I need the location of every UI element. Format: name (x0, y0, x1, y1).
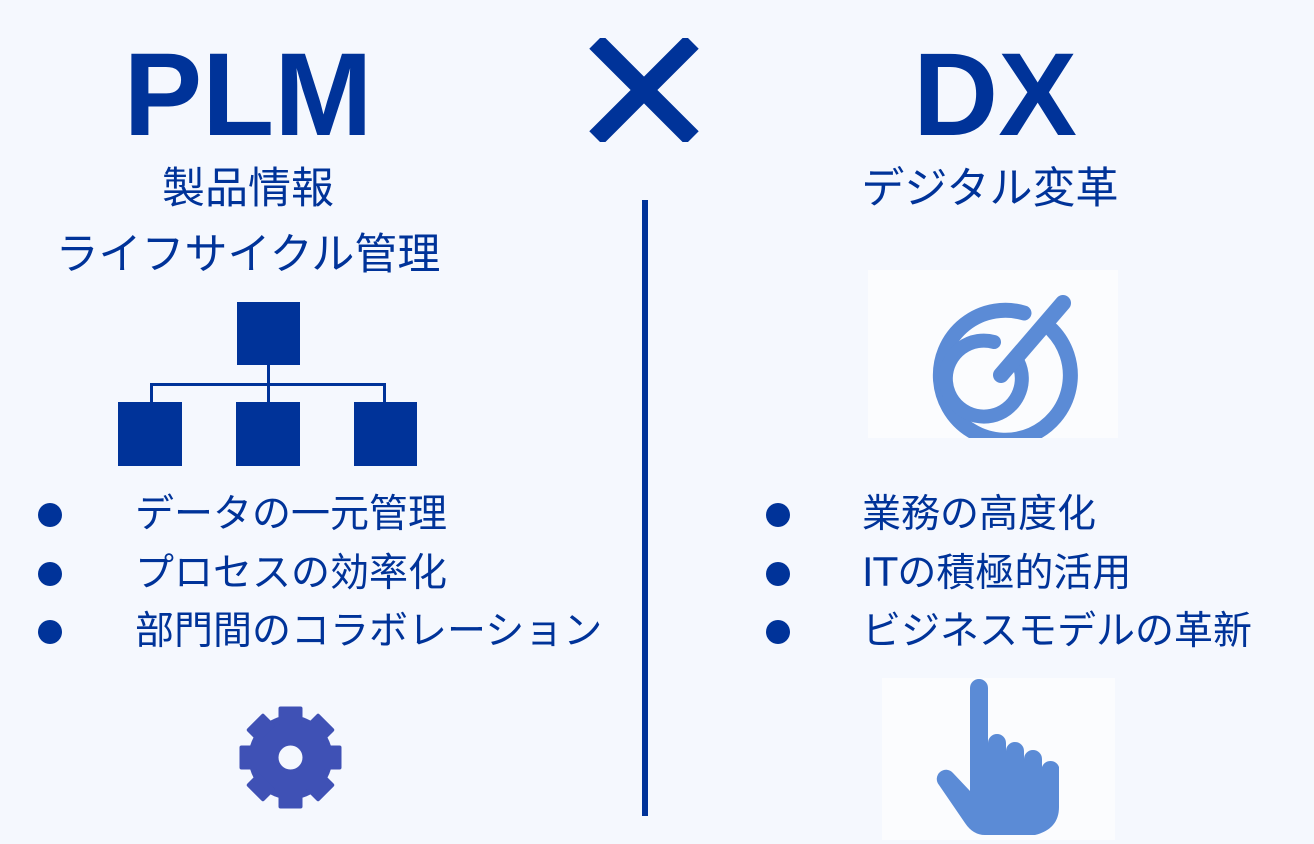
list-item: 業務の高度化 (766, 486, 1252, 545)
list-item: ビジネスモデルの革新 (766, 603, 1252, 662)
hierarchy-icon (118, 302, 418, 466)
bullet-text: ビジネスモデルの革新 (862, 609, 1253, 654)
bullet-text: プロセスの効率化 (135, 550, 448, 596)
dx-subtitle: デジタル変革 (861, 164, 1119, 214)
dx-title: DX (913, 29, 1077, 161)
list-item: プロセスの効率化 (38, 545, 602, 604)
plm-subtitle-1: 製品情報 (162, 164, 334, 214)
list-item: 部門間のコラボレーション (38, 603, 602, 662)
bullet-text: 部門間のコラボレーション (135, 609, 603, 654)
plm-bullet-list: データの一元管理 プロセスの効率化 部門間のコラボレーション (38, 486, 602, 662)
target-icon (868, 270, 1118, 448)
list-item: ITの積極的活用 (766, 545, 1252, 604)
bullet-text: ITの積極的活用 (862, 550, 1132, 596)
gear-icon (238, 705, 343, 810)
list-item: データの一元管理 (38, 486, 602, 545)
pointer-hand-icon (882, 678, 1115, 840)
divider (642, 200, 648, 816)
bullet-text: データの一元管理 (135, 492, 448, 537)
dx-bullet-list: 業務の高度化 ITの積極的活用 ビジネスモデルの革新 (766, 486, 1252, 662)
plm-subtitle-2: ライフサイクル管理 (55, 230, 441, 280)
plm-title: PLM (123, 29, 373, 161)
cross-icon (588, 35, 700, 145)
bullet-text: 業務の高度化 (862, 492, 1097, 537)
